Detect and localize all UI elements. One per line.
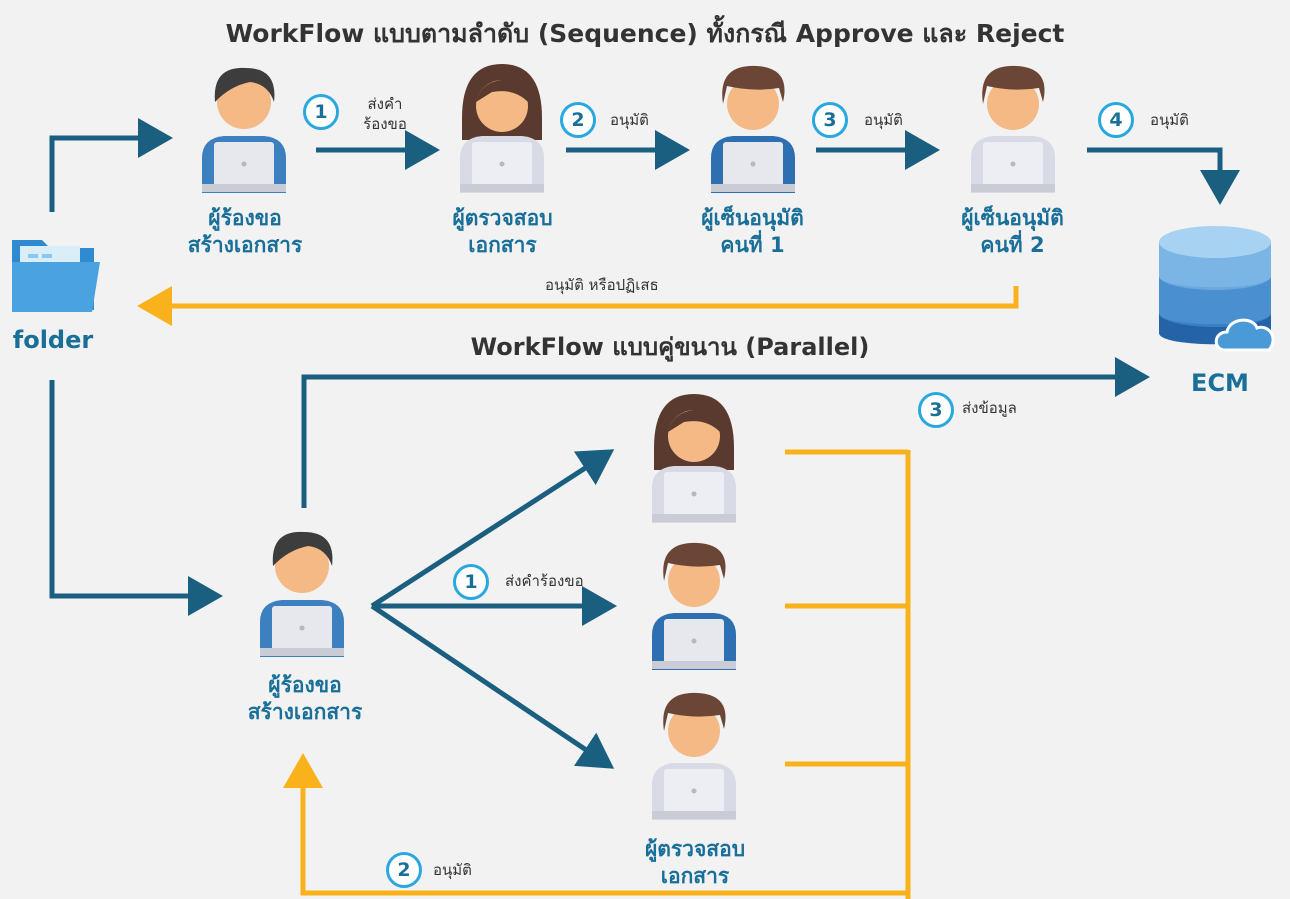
par-step-3-badge: 3 [918,392,954,428]
seq-node-reviewer-line2: เอกสาร [468,233,537,257]
parallel-return-bracket [785,449,911,899]
seq-step-1-label: ส่งคำ ร้องขอ [355,94,415,134]
seq-node-approver-1-line2: คนที่ 1 [720,233,785,257]
person-requester-icon [194,58,294,197]
fan-arrow-top [370,449,615,609]
seq-node-requester-line2: สร้างเอกสาร [187,233,303,257]
seq-node-approver-2-line1: ผู้เซ็นอนุมัติ [961,206,1064,230]
fan-arrow-bottom [370,603,615,769]
sequence-title: WorkFlow แบบตามลำดับ (Sequence) ทั้งกรณี… [225,19,1065,48]
par-step-2-label: อนุมัติ [433,861,472,879]
seq-step-1-badge: 1 [303,94,339,130]
person-approver-1-icon [703,58,803,197]
seq-step-3-badge: 3 [812,102,848,138]
parallel-reviewers-line2: เอกสาร [660,864,730,888]
parallel-reviewers-label: ผู้ตรวจสอบ เอกสาร [600,836,790,890]
par-step-1-badge: 1 [453,564,489,600]
seq-node-reviewer-line1: ผู้ตรวจสอบ [452,206,553,230]
folder-icon [12,240,100,312]
seq-node-approver-2-line2: คนที่ 2 [980,233,1045,257]
seq-return-label: อนุมัติ หรือปฏิเสธ [545,276,659,294]
folder-to-parallel-arrow [49,380,223,616]
par-step-1-label: ส่งคำร้องขอ [505,572,584,590]
parallel-to-ecm-arrow [301,357,1150,508]
parallel-reviewer-3-icon [644,685,744,824]
person-approver-2-icon [963,58,1063,197]
parallel-title: WorkFlow แบบคู่ขนาน (Parallel) [470,333,870,361]
seq-node-approver-1-label: ผู้เซ็นอนุมัติ คนที่ 1 [660,205,845,259]
parallel-reviewer-1-icon [644,388,744,527]
seq-step-2-badge: 2 [560,102,596,138]
seq-node-requester-label: ผู้ร้องขอ สร้างเอกสาร [150,205,340,259]
parallel-requester-label: ผู้ร้องขอ สร้างเอกสาร [210,672,400,726]
par-step-3-label: ส่งข้อมูล [962,399,1017,417]
sequence-return-arrow [137,286,1019,326]
seq-node-requester-line1: ผู้ร้องขอ [208,206,282,230]
person-reviewer-icon [452,58,552,197]
seq-node-approver-1-line1: ผู้เซ็นอนุมัติ [701,206,804,230]
par-step-2-badge: 2 [386,852,422,888]
seq-step-1-line2: ร้องขอ [363,115,407,133]
seq-step-3-label: อนุมัติ [864,111,903,129]
parallel-reviewers-line1: ผู้ตรวจสอบ [644,837,746,861]
seq-step-1-line1: ส่งคำ [367,95,403,113]
seq-node-reviewer-label: ผู้ตรวจสอบ เอกสาร [410,205,595,259]
database-cloud-icon [1159,226,1275,352]
parallel-reviewer-2-icon [644,535,744,674]
parallel-return-arrow [283,753,908,896]
parallel-requester-line1: ผู้ร้องขอ [268,673,342,697]
folder-to-sequence-arrow [49,118,173,212]
seq-step-2-label: อนุมัติ [610,111,649,129]
seq-node-approver-2-label: ผู้เซ็นอนุมัติ คนที่ 2 [920,205,1105,259]
seq-step-4-badge: 4 [1098,102,1134,138]
parallel-requester-line2: สร้างเอกสาร [247,700,363,724]
ecm-label: ECM [1191,369,1249,397]
seq-step-4-label: อนุมัติ [1150,111,1189,129]
seq-arrow-4 [1087,147,1240,205]
folder-label: folder [12,326,94,354]
parallel-requester-icon [252,522,352,661]
